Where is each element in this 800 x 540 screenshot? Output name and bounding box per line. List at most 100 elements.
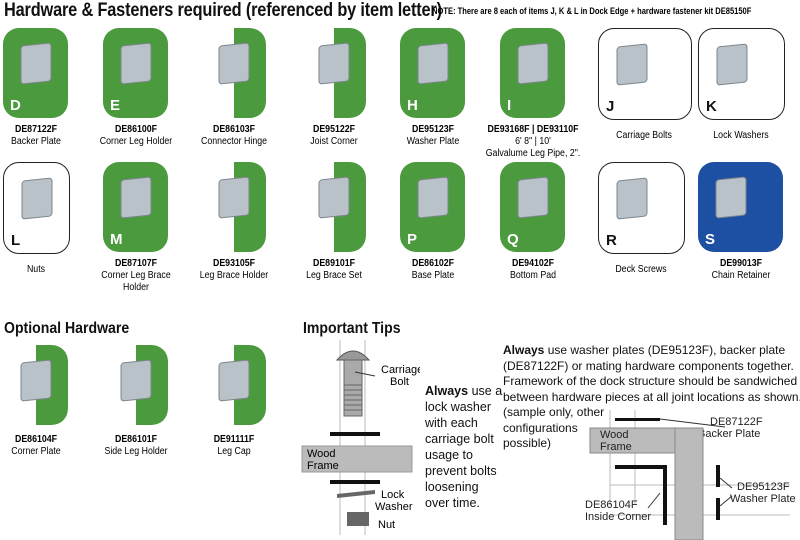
wood-label: Wood [307,448,336,460]
washer-plate-tip: Always use washer plates (DE95123F), bac… [503,343,800,405]
kit-note: NOTE: There are 8 each of items J, K & L… [432,6,752,16]
lock-washer-tip: Always use a lock washer with each carriage… [425,383,505,511]
item-name: Lock Washers [712,130,769,141]
inside-code: DE86104F [585,499,638,511]
item-code: DE86101F [114,434,157,445]
item-letter: H [407,97,418,114]
item-letter: Q [507,231,519,248]
bolt-label: Bolt [390,376,409,388]
inside-name: Inside Corner [585,511,651,523]
tip-line: between hardware pieces at all joint loc… [503,389,800,404]
item-name: Corner Leg Holder [99,136,172,147]
frame-label: Frame [307,460,339,472]
item-tile: P [400,162,465,252]
page-title: Hardware & Fasteners required (reference… [4,0,442,21]
tip-line: configurations [503,420,578,435]
tip-line: (DE87122F) or mating hardware components… [503,358,794,373]
item-tile: J [598,28,692,120]
item-tile: K [698,28,785,120]
item-tile: L [3,162,70,254]
item-letter: E [110,97,121,114]
item-name: Leg Cap [216,446,251,457]
item-name: Connector Hinge [200,136,267,147]
item-tile [301,162,366,252]
tip-line: with each [425,416,478,430]
item-name: Base Plate [411,270,454,281]
tip-line: carriage bolt [425,432,494,446]
item-code: DE93168F | DE93110F [486,124,578,135]
item-letter: J [606,98,615,115]
item-code: DE87122F [14,124,57,135]
item-name: Leg Brace Set [305,270,362,281]
tip-bold: Always [425,384,469,398]
washer-name: Washer Plate [730,493,796,505]
item-code: DE99013F [719,258,762,269]
carriage-label: Carriage [381,364,420,376]
item-tile: Q [500,162,565,252]
backer-name: Backer Plate [698,428,760,440]
item-name: Nuts [26,264,45,275]
tip-line: loosening [425,480,479,494]
item-name: Side Leg Holder [103,446,168,457]
tip-line: lock washer [425,400,491,414]
item-letter: K [706,98,717,115]
tip-line: use a [468,384,503,398]
item-name: Bottom Pad [509,270,556,281]
nut-label: Nut [378,519,395,531]
item-tile: E [103,28,168,118]
item-letter: R [606,232,617,249]
item-name: Leg Brace Holder [199,270,268,281]
item-tile [201,162,266,252]
item-tile: R [598,162,685,254]
item-code: DE87107F [114,258,157,269]
item-letter: M [110,231,123,248]
tip-line: (sample only, other [503,405,605,419]
item-code: DE86103F [212,124,255,135]
item-code: DE86100F [114,124,157,135]
item-name: Joist Corner [309,136,358,147]
item-code: DE95123F [411,124,454,135]
item-name: 6' 8" | 10' [514,136,551,147]
item-code: DE89101F [312,258,355,269]
optional-hardware-title: Optional Hardware [4,320,130,337]
item-tile: I [500,28,565,118]
item-name: Corner Plate [10,446,61,457]
item-name: Washer Plate [406,136,459,147]
item-letter: D [10,97,21,114]
item-letter: I [507,97,512,114]
item-name: Backer Plate [10,136,61,147]
frame-label-2: Frame [600,441,632,453]
item-tile [201,345,266,425]
item-code: DE86102F [411,258,454,269]
item-caption: Nuts [0,264,91,276]
item-caption: Carriage Bolts [589,130,699,142]
item-code: DE95122F [312,124,355,135]
item-name: Corner Leg Brace Holder [100,270,171,293]
tip-bold: Always [503,343,545,357]
item-tile: H [400,28,465,118]
item-code: DE91111F [213,434,254,445]
item-name: Deck Screws [614,264,667,275]
tip-line: prevent bolts [425,464,497,478]
carriage-bolt-diagram: Carriage Bolt Wood Frame Lock Washer Nut [301,340,420,535]
item-name: Carriage Bolts [616,130,672,141]
item-tile [301,28,366,118]
item-name: Chain Retainer [711,270,770,281]
item-tile [201,28,266,118]
item-code: DE93105F [212,258,255,269]
item-letter: P [407,231,418,248]
item-letter: S [705,231,716,248]
item-tile [103,345,168,425]
